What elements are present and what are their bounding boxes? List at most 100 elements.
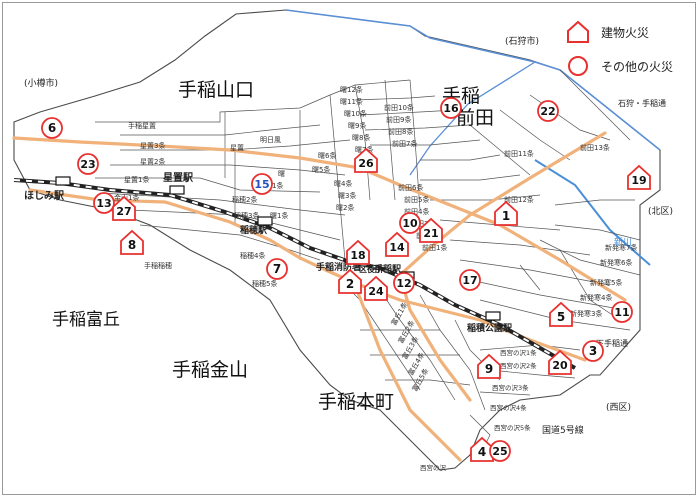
district-teine-yamaguchi: 手稲山口 xyxy=(178,79,254,101)
incident-number: 23 xyxy=(80,158,95,171)
legend-building-label: 建物火災 xyxy=(601,25,650,40)
small-area-label: 新発寒6条 xyxy=(600,258,632,267)
nishimiyanosawa-area-label: 西宮の沢3条 xyxy=(492,383,529,392)
small-area-label: 前田6条 xyxy=(398,183,423,192)
district-teine-tomioka: 手稲本町 xyxy=(318,391,394,413)
small-area-label: 星置 xyxy=(230,144,244,152)
building-fire-marker-1: 1 xyxy=(494,200,518,226)
incident-number: 22 xyxy=(540,105,555,118)
incident-number: 24 xyxy=(368,285,384,298)
small-area-label: 前田12条 xyxy=(504,195,534,204)
incident-number: 15 xyxy=(254,178,269,191)
small-area-label: 前田8条 xyxy=(388,127,413,136)
building-fire-marker-19: 19 xyxy=(627,164,651,190)
other-fire-marker-15: 15 xyxy=(251,173,273,195)
building-fire-marker-14: 14 xyxy=(385,231,409,257)
incident-markers: 1234567891011121314151617181920212223242… xyxy=(41,97,651,462)
small-area-label: 曙9条 xyxy=(348,121,366,130)
incident-number: 7 xyxy=(273,262,281,276)
building-fire-marker-5: 5 xyxy=(549,301,573,327)
incident-number: 14 xyxy=(389,241,405,254)
road-teine-south xyxy=(353,283,462,462)
ward-land xyxy=(13,9,661,471)
other-fire-marker-25: 25 xyxy=(489,440,511,462)
building-fire-marker-24: 24 xyxy=(364,275,388,301)
other-fire-marker-16: 16 xyxy=(440,97,462,119)
nishimiyanosawa-area-label: 西宮の沢2条 xyxy=(500,361,537,370)
neighbor-label: (小樽市) xyxy=(24,77,58,89)
small-area-label: 稲穂5条 xyxy=(252,279,277,288)
small-area-label: 曙10条 xyxy=(344,109,367,118)
road-diagonal-north xyxy=(398,131,607,277)
other-fire-marker-17: 17 xyxy=(459,269,481,291)
station-inazumi xyxy=(485,311,501,321)
incident-number: 1 xyxy=(502,209,510,223)
building-fire-marker-21: 21 xyxy=(419,217,443,243)
circle-icon xyxy=(399,212,421,234)
small-area-label: 稲穂4条 xyxy=(240,251,265,260)
small-area-label: 星置3条 xyxy=(140,141,165,150)
neighbor-label: (石狩市) xyxy=(505,35,539,47)
incident-number: 16 xyxy=(443,102,459,115)
incident-number: 11 xyxy=(614,306,629,319)
small-area-label: 稲穂3条 xyxy=(234,211,259,220)
small-area-label: 前田13条 xyxy=(580,143,610,152)
small-area-label: 前田3条 xyxy=(410,219,435,228)
district-teine-kanayama: 手稲富丘 xyxy=(52,310,120,330)
small-area-label: 曙 xyxy=(278,170,285,178)
station-label: ほしみ駅 xyxy=(24,190,65,202)
house-icon xyxy=(477,353,501,379)
station-hoshimi xyxy=(55,176,71,186)
house-icon xyxy=(385,231,409,257)
building-fire-marker-26: 26 xyxy=(354,147,378,173)
ward-boundary-blue-east xyxy=(409,61,536,176)
small-area-label: 曙5条 xyxy=(312,165,330,174)
station-label: 星置駅 xyxy=(163,172,194,184)
district-teine-honcho: 手稲金山 xyxy=(172,359,248,381)
building-fire-marker-2: 2 xyxy=(338,268,362,294)
legend-building-fire: 建物火災 xyxy=(565,20,649,44)
house-icon xyxy=(494,200,518,226)
small-area-label: 前田10条 xyxy=(384,103,414,112)
station-inaho xyxy=(257,216,273,226)
small-area-label: 新発寒5条 xyxy=(590,278,622,287)
nishimiyanosawa-area-label: 西宮の沢4条 xyxy=(490,403,527,412)
incident-number: 25 xyxy=(492,445,507,458)
incident-number: 27 xyxy=(116,205,131,218)
small-area-label: 曙11条 xyxy=(340,97,363,106)
incident-number: 20 xyxy=(552,359,568,372)
other-fire-marker-3: 3 xyxy=(582,340,604,362)
small-area-label: 前田11条 xyxy=(504,149,534,158)
neighbor-label: 国道5号線 xyxy=(542,424,584,436)
other-fire-marker-6: 6 xyxy=(41,117,63,139)
legend-other-label: その他の火災 xyxy=(601,59,674,74)
circle-icon xyxy=(266,258,288,280)
neighbor-label: 石狩・手稲通 xyxy=(618,98,666,108)
small-area-label: 手稲星置 xyxy=(128,121,156,130)
circle-icon xyxy=(582,340,604,362)
nishimiyanosawa-area-label: 西宮の沢5条 xyxy=(494,423,531,432)
neighbor-label: 下手稲通 xyxy=(596,338,628,348)
small-area-label: 明日風 xyxy=(260,136,281,144)
other-fire-marker-7: 7 xyxy=(266,258,288,280)
small-area-label: 曙4条 xyxy=(334,179,352,188)
incident-number: 2 xyxy=(346,277,354,291)
building-fire-marker-8: 8 xyxy=(120,229,144,255)
house-icon xyxy=(120,229,144,255)
house-icon xyxy=(549,301,573,327)
incident-number: 10 xyxy=(402,217,418,230)
house-icon xyxy=(627,164,651,190)
incident-number: 9 xyxy=(485,362,493,376)
circle-icon xyxy=(568,56,588,76)
incident-number: 26 xyxy=(358,157,374,170)
district-grid xyxy=(95,69,641,456)
circle-icon xyxy=(41,117,63,139)
building-fire-marker-9: 9 xyxy=(477,353,501,379)
small-area-label: 新発寒7条 xyxy=(605,243,637,252)
station-label: 稲穂駅 xyxy=(240,224,268,236)
small-area-label: 手稲稲穂 xyxy=(144,261,172,270)
other-fire-marker-10: 10 xyxy=(399,212,421,234)
other-fire-marker-13: 13 xyxy=(93,192,115,214)
circle-icon xyxy=(440,97,462,119)
circle-icon xyxy=(251,173,273,195)
